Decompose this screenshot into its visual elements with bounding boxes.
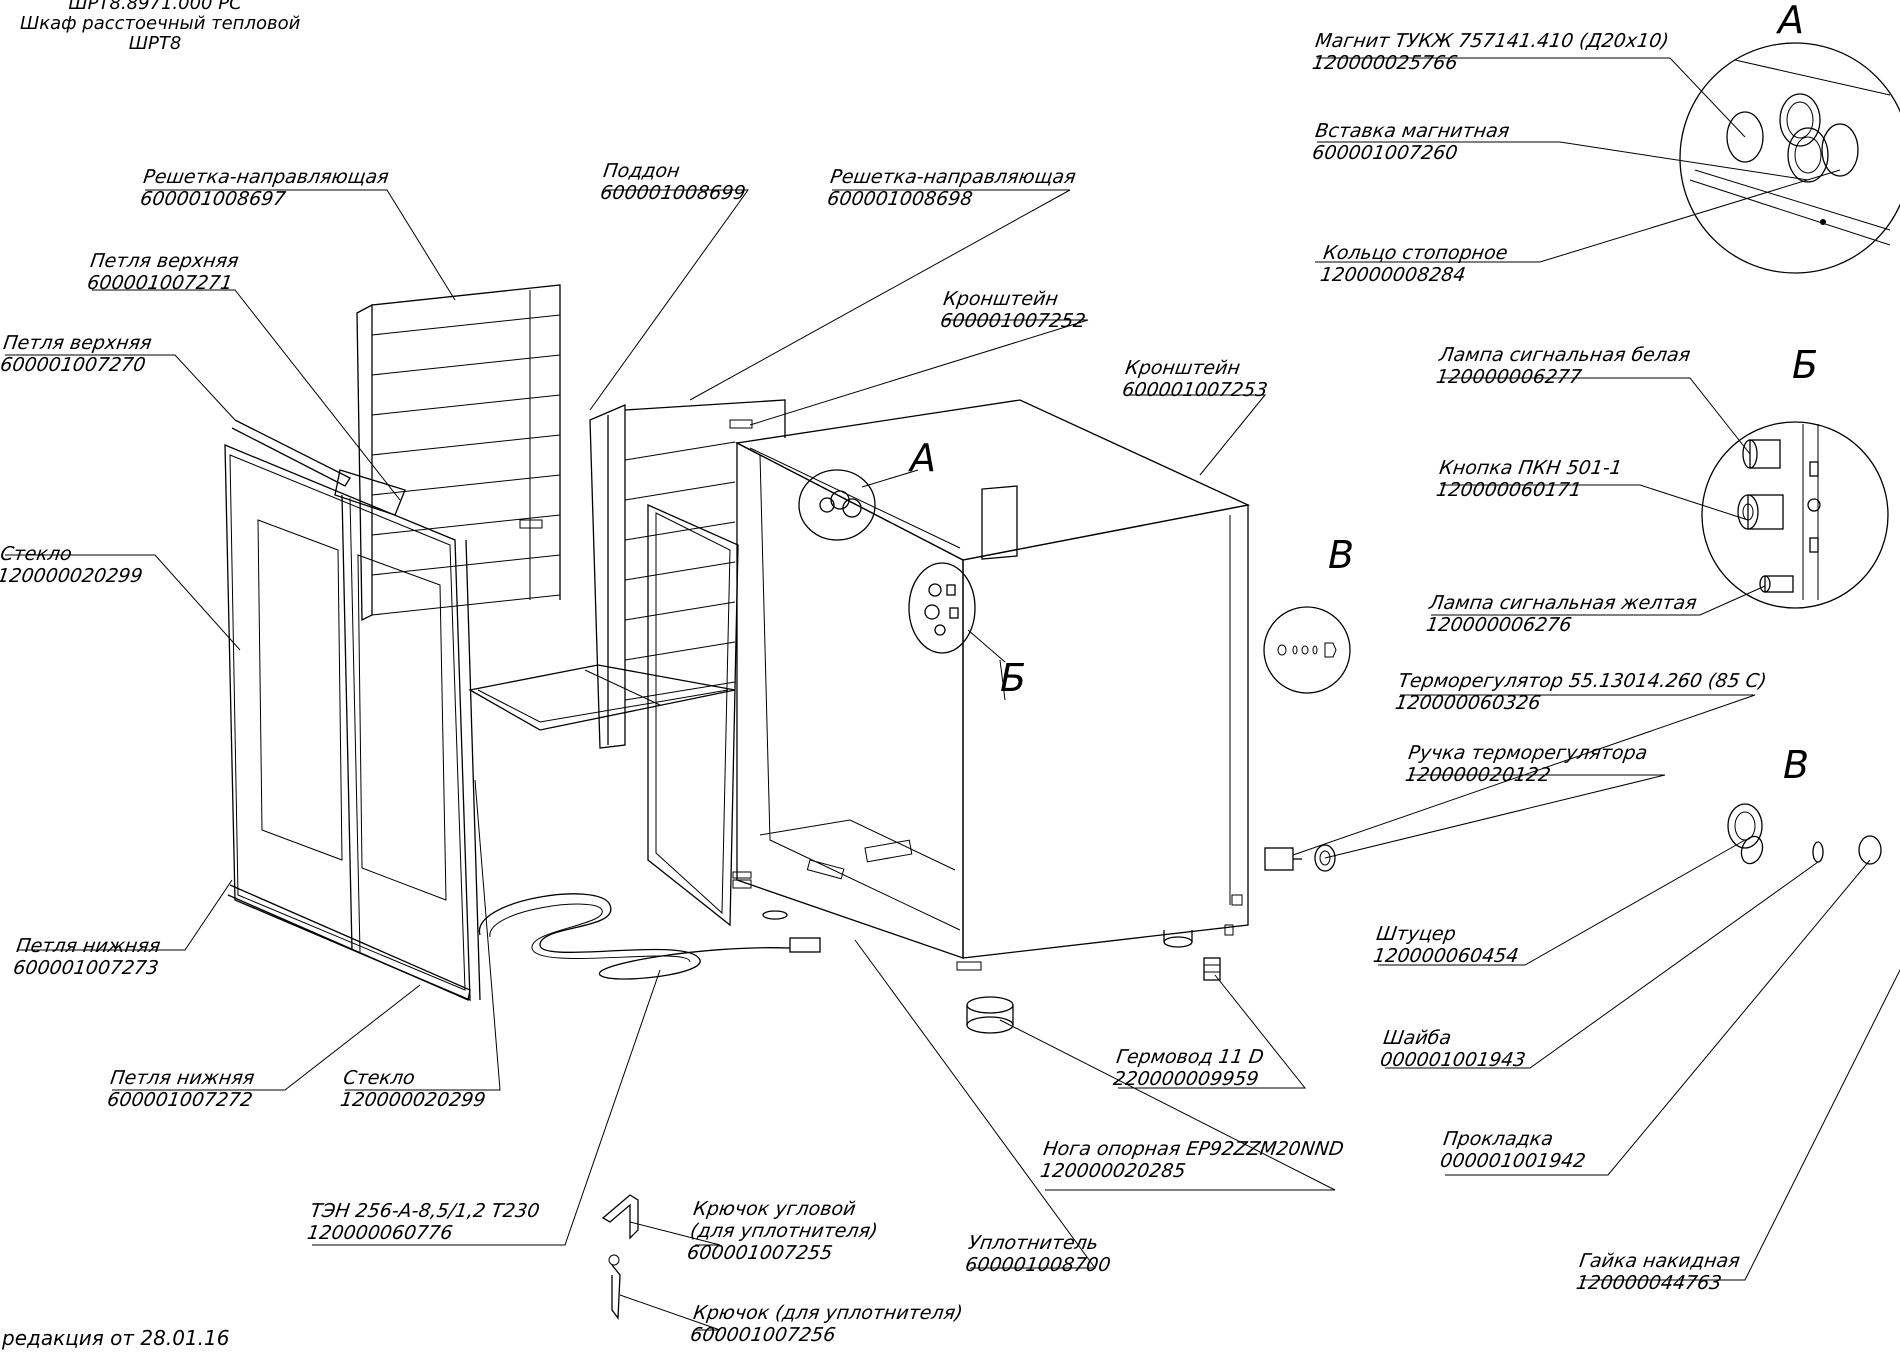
detail-marker-a (798, 469, 919, 541)
callout-v-small: В (1328, 533, 1355, 577)
foot-and-gland (956, 957, 1221, 1034)
doc-model: ШРТ8 (128, 33, 182, 54)
detail-circle-b (1701, 421, 1889, 609)
detail-circle-v (1263, 606, 1351, 694)
fitting-parts (1727, 803, 1882, 865)
rack-left (356, 284, 561, 622)
hooks (601, 1194, 639, 1320)
label-magnet: Магнит ТУКЖ 757141.410 (Д20х10)120000025… (1310, 30, 1671, 74)
door-panel (224, 419, 481, 1001)
rack-right (589, 399, 786, 749)
tray (468, 664, 736, 731)
cabinet-body (734, 399, 1251, 959)
revision-note: редакция от 28.01.16 (2, 1326, 230, 1350)
callout-b-large: Б (1792, 343, 1819, 387)
callout-a-small: А (910, 436, 936, 480)
label-thermostat: Терморегулятор 55.13014.260 (85 С)120000… (1393, 670, 1768, 714)
leader-lines (5, 57, 1900, 1331)
callout-b-small: Б (1000, 656, 1027, 700)
callout-a-large: А (1778, 0, 1804, 42)
label-corner-hook: Крючок угловой(для уплотнителя)600001007… (685, 1198, 880, 1264)
header-block: ШРТ8.8971.000 РС Шкаф расстоечный теплов… (20, 0, 301, 54)
doc-code: ШРТ8.8971.000 РС (68, 0, 242, 14)
thermostat-and-knob (1264, 844, 1336, 872)
detail-circle-a (1679, 42, 1900, 274)
callout-v-large: В (1783, 743, 1810, 787)
heating-element (479, 893, 821, 980)
door-seal-frame (647, 503, 752, 927)
detail-marker-b (908, 562, 1006, 663)
label-seal-hook: Крючок (для уплотнителя)600001007256 (688, 1302, 965, 1346)
doc-title: Шкаф расстоечный тепловой (20, 13, 301, 34)
